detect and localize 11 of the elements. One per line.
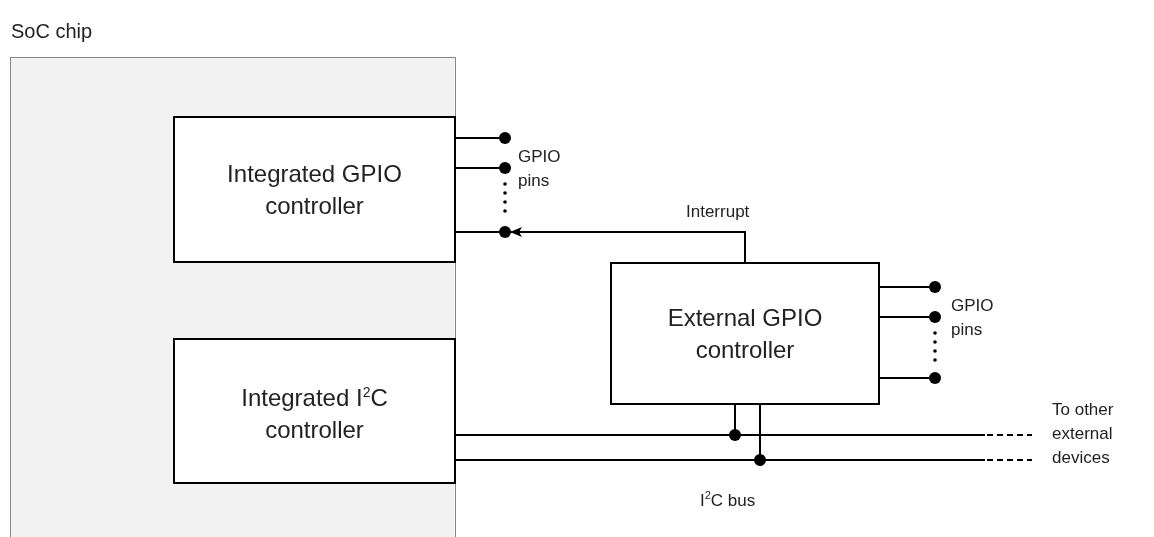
connector-line [454, 231, 500, 233]
chip-title: SoC chip [11, 20, 93, 43]
controller-name: External GPIO controller [666, 302, 824, 365]
controller-name: Integrated GPIO controller [226, 158, 403, 221]
controller-name: Integrated I$^{2}$C controller [240, 383, 389, 445]
controller-box [610, 262, 880, 405]
pin-dot [499, 226, 511, 238]
edge-label: Interrupt [686, 201, 750, 223]
controller-box [173, 116, 456, 263]
connector-line [510, 227, 746, 263]
controller-box [173, 338, 456, 484]
